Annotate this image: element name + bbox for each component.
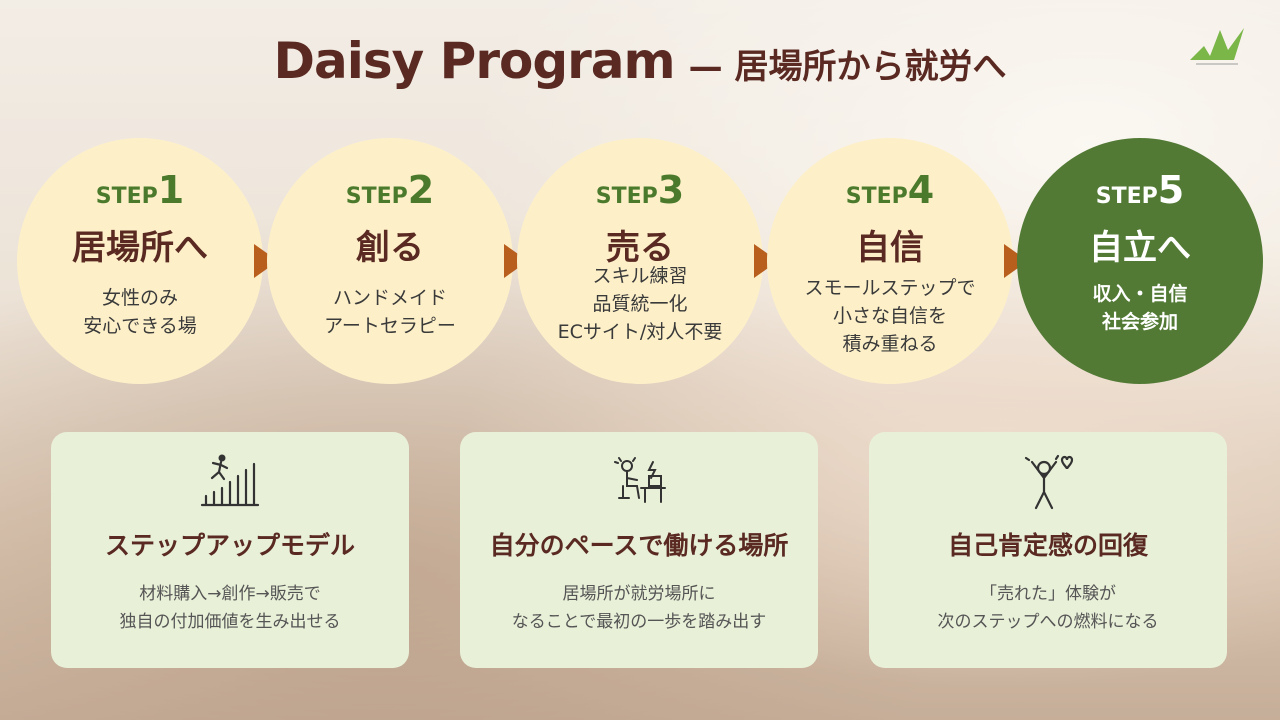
step-2-description: ハンドメイドアートセラピー xyxy=(324,287,456,337)
step-5-title: 自立へ xyxy=(1089,228,1191,268)
step-1-circle: STEP1 居場所へ 女性のみ安心できる場 xyxy=(17,138,263,384)
grass-leaf-icon xyxy=(1190,28,1244,65)
step-2-label: STEP2 xyxy=(345,168,435,212)
title-subtitle: — 居場所から就労へ xyxy=(688,47,1007,87)
step-5-description: 収入・自信社会参加 xyxy=(1092,283,1188,333)
step-4-title: 自信 xyxy=(856,228,924,268)
card-description: 材料購入→創作→販売で独自の付加価値を生み出せる xyxy=(119,584,341,632)
step-1-label: STEP1 xyxy=(95,168,185,212)
step-1-title: 居場所へ xyxy=(72,228,208,268)
card-title: ステップアップモデル xyxy=(104,531,355,560)
step-4-description: スモールステップで小さな自信を積み重ねる xyxy=(804,277,976,355)
step-3-title: 売る xyxy=(606,228,674,268)
step-2-title: 創る xyxy=(356,228,424,268)
step-5-label: STEP5 xyxy=(1095,168,1185,212)
step-2-circle: STEP2 創る ハンドメイドアートセラピー xyxy=(267,138,513,384)
logo xyxy=(1184,20,1250,76)
card-title: 自分のペースで働ける場所 xyxy=(489,531,789,560)
feature-card-stepup: ステップアップモデル 材料購入→創作→販売で独自の付加価値を生み出せる xyxy=(51,432,409,668)
feature-card-self-esteem: 自己肯定感の回復 「売れた」体験が次のステップへの燃料になる xyxy=(869,432,1227,668)
page-title: Daisy Program — 居場所から就労へ xyxy=(0,32,1280,90)
step-5-circle: STEP5 自立へ 収入・自信社会参加 xyxy=(1017,138,1263,384)
card-description: 「売れた」体験が次のステップへの燃料になる xyxy=(937,584,1159,632)
step-4-label: STEP4 xyxy=(845,168,935,212)
feature-card-own-pace: 自分のペースで働ける場所 居場所が就労場所になることで最初の一歩を踏み出す xyxy=(460,432,818,668)
person-at-desk-icon xyxy=(609,452,669,512)
title-main: Daisy Program xyxy=(273,32,676,90)
card-description: 居場所が就労場所になることで最初の一歩を踏み出す xyxy=(511,584,767,632)
celebrating-person-icon xyxy=(1018,452,1078,512)
step-4-circle: STEP4 自信 スモールステップで小さな自信を積み重ねる xyxy=(767,138,1013,384)
step-3-label: STEP3 xyxy=(595,168,685,212)
step-1-description: 女性のみ安心できる場 xyxy=(83,287,197,337)
card-title: 自己肯定感の回復 xyxy=(947,531,1148,560)
stairs-growth-icon xyxy=(200,452,260,512)
